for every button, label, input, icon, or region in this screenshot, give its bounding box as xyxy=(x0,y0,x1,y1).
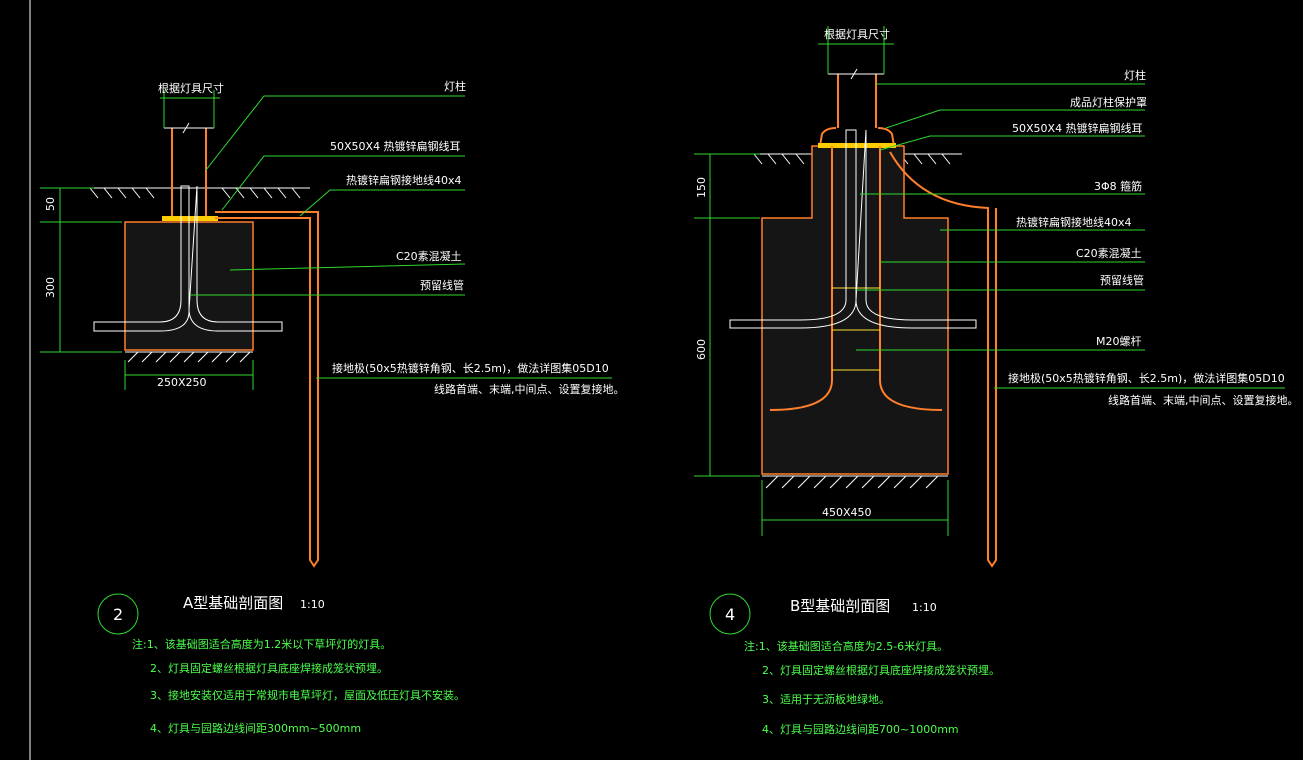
electrode-label-a: 接地极(50x5热镀锌角钢、长2.5m)，做法详图集05D10 xyxy=(332,361,609,375)
base-plate-b xyxy=(818,143,896,148)
ear-label-a: 50X50X4 热镀锌扁钢线耳 xyxy=(330,139,461,153)
conduit-label-b: 预留线管 xyxy=(1100,273,1144,287)
concrete-label-b: C20素混凝土 xyxy=(1076,246,1142,260)
conduit-b xyxy=(729,129,977,329)
pole-label-a: 灯柱 xyxy=(444,79,466,93)
conduit-a xyxy=(93,185,283,332)
drawing-title-b: B型基础剖面图 xyxy=(790,597,890,615)
ground-wire-b xyxy=(889,151,997,568)
note-a-3: 3、接地安装仅适用于常规市电草坪灯，屋面及低压灯具不安装。 xyxy=(150,688,465,702)
note-a-1: 注:1、该基础图适合高度为1.2米以下草坪灯的灯具。 xyxy=(132,637,391,651)
drawing-number-circle-a xyxy=(97,593,139,635)
ear-label-b: 50X50X4 热镀锌扁钢线耳 xyxy=(1012,121,1143,135)
pole-a xyxy=(164,122,214,218)
rebar-label-b: 3Φ8 箍筋 xyxy=(1094,179,1142,193)
lamp-size-label-b: 根据灯具尺寸 xyxy=(824,27,890,41)
electrode-label-b: 接地极(50x5热镀锌角钢、长2.5m)，做法详图集05D10 xyxy=(1008,371,1285,385)
base-hatch-a xyxy=(125,351,253,363)
note-b-4: 4、灯具与园路边线间距700~1000mm xyxy=(762,722,959,736)
ground-wire-label-a: 热镀锌扁钢接地线40x4 xyxy=(346,173,462,187)
anchor-cage-b xyxy=(769,146,943,411)
note-a-2: 2、灯具固定螺丝根据灯具底座焊接成笼状预埋。 xyxy=(150,661,388,675)
drawing-a xyxy=(40,90,612,635)
ground-wire-a xyxy=(215,211,319,568)
drawing-b xyxy=(694,26,1285,635)
concrete-block-b xyxy=(761,145,949,475)
drawing-number-b: 4 xyxy=(725,605,735,624)
note-b-3: 3、适用于无沥板地绿地。 xyxy=(762,692,890,706)
drawing-scale-b: 1:10 xyxy=(912,601,937,614)
base-hatch-b xyxy=(762,475,948,489)
lamp-size-label-a: 根据灯具尺寸 xyxy=(158,81,224,95)
leader-lines-b xyxy=(856,83,1285,389)
drawing-number-circle-b xyxy=(709,593,751,635)
conduit-label-a: 预留线管 xyxy=(420,278,464,292)
cover-label-b: 成品灯柱保护罩 xyxy=(1070,95,1147,109)
electrode-note-a: 线路首端、末端,中间点、设置复接地。 xyxy=(434,382,625,396)
electrode-note-b: 线路首端、末端,中间点、设置复接地。 xyxy=(1108,393,1299,407)
pole-cover-b xyxy=(819,127,895,147)
drawing-title-a: A型基础剖面图 xyxy=(183,594,283,612)
drawing-number-a: 2 xyxy=(113,605,123,624)
concrete-label-a: C20素混凝土 xyxy=(396,249,462,263)
dimension-lines-a xyxy=(40,90,254,390)
dim-base-a: 250X250 xyxy=(157,376,207,389)
note-a-4: 4、灯具与园路边线间距300mm~500mm xyxy=(150,721,361,735)
dim-50-a: 50 xyxy=(44,197,57,211)
dim-150-b: 150 xyxy=(695,177,708,198)
drawing-scale-a: 1:10 xyxy=(300,598,325,611)
note-b-1: 注:1、该基础图适合高度为2.5-6米灯具。 xyxy=(744,639,948,653)
dim-600-b: 600 xyxy=(695,339,708,360)
bolt-label-b: M20螺杆 xyxy=(1096,334,1142,348)
leader-lines-a xyxy=(190,95,612,379)
note-b-2: 2、灯具固定螺丝根据灯具底座焊接成笼状预埋。 xyxy=(762,663,1000,677)
dim-300-a: 300 xyxy=(44,277,57,298)
pole-b xyxy=(828,68,884,128)
ground-line-a xyxy=(82,187,310,199)
pole-label-b: 灯柱 xyxy=(1124,68,1146,82)
ground-wire-label-b: 热镀锌扁钢接地线40x4 xyxy=(1016,215,1132,229)
dim-base-b: 450X450 xyxy=(822,506,872,519)
base-plate-a xyxy=(162,216,218,221)
dimension-lines-b xyxy=(694,26,949,536)
